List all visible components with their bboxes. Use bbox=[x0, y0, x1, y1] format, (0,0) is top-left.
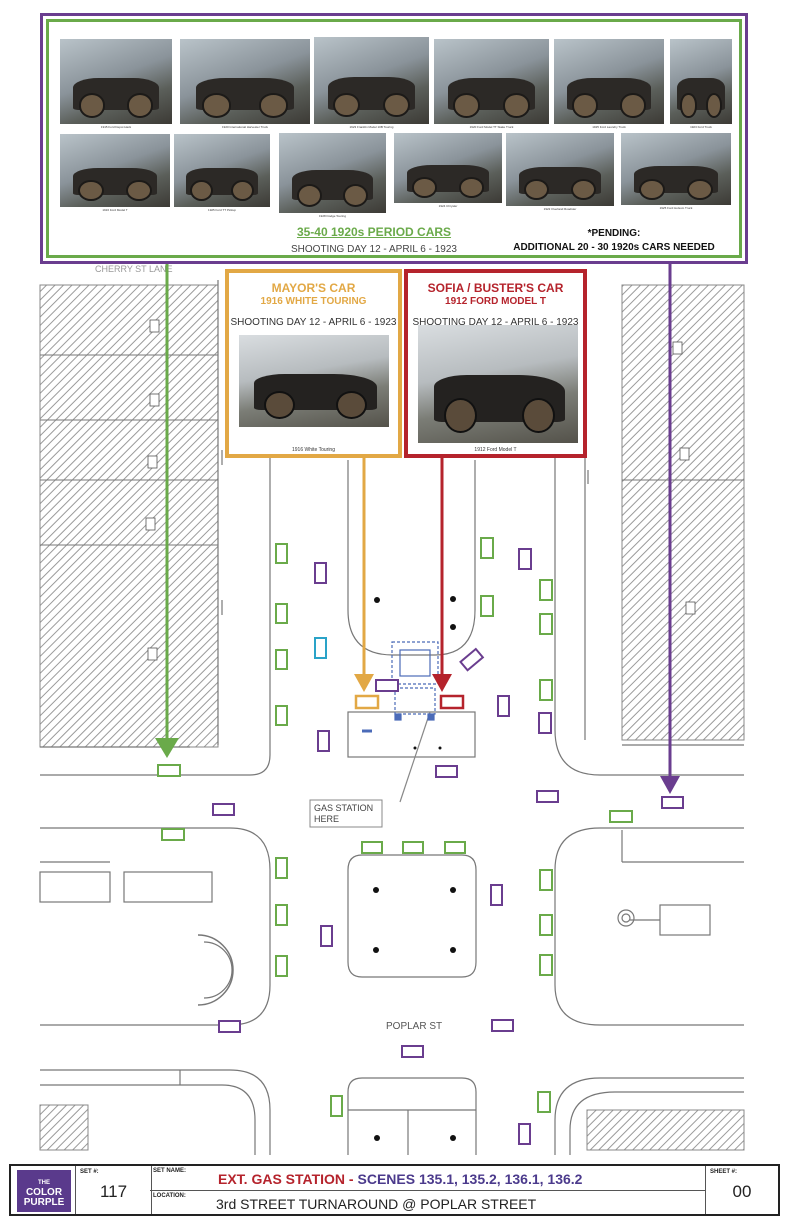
mayor-car-title: MAYOR'S CAR bbox=[271, 281, 356, 295]
mayor-car-callout: MAYOR'S CAR 1916 WHITE TOURING SHOOTING … bbox=[225, 269, 402, 458]
street-label-top: CHERRY ST LANE bbox=[95, 264, 173, 274]
logo-text-3: PURPLE bbox=[23, 1197, 65, 1208]
set-number-cell: SET #: 117 bbox=[75, 1166, 152, 1214]
callout-arrows bbox=[155, 248, 680, 794]
gas-station-structure bbox=[362, 641, 439, 733]
car-photo-caption: 1916 Ford Model T bbox=[102, 208, 128, 212]
sheet-number-cell: SHEET #: 00 bbox=[706, 1166, 778, 1214]
pending-note-2: ADDITIONAL 20 - 30 1920s CARS NEEDED bbox=[513, 242, 715, 253]
car-photo-caption: 1923 Ford Truck bbox=[690, 125, 712, 129]
car-photo bbox=[670, 39, 732, 124]
car-photo bbox=[174, 134, 270, 207]
set-name: EXT. GAS STATION bbox=[218, 1171, 346, 1187]
gas-station-label-box bbox=[309, 799, 383, 828]
set-number-label: SET #: bbox=[80, 1169, 99, 1175]
mayor-car-caption: 1916 White Touring bbox=[292, 447, 335, 453]
mayor-car-shoot-date: SHOOTING DAY 12 - APRIL 6 - 1923 bbox=[230, 317, 397, 328]
car-photo bbox=[434, 39, 549, 124]
car-photo-caption: 1925 Ford Laundry Truck bbox=[592, 125, 626, 129]
car-photo-caption: 1920 International Harvester Truck bbox=[221, 125, 269, 129]
car-photo-caption: 1924 Chrysler bbox=[438, 204, 458, 208]
car-photo bbox=[314, 37, 429, 124]
set-number: 117 bbox=[99, 1182, 128, 1201]
period-cars-heading: 35-40 1920s PERIOD CARS bbox=[296, 225, 452, 239]
location-label: LOCATION: bbox=[153, 1193, 186, 1199]
sofia-car-shoot-date: SHOOTING DAY 12 - APRIL 6 - 1923 bbox=[412, 317, 579, 328]
car-photo-caption: 1925 Ford TT Pickup bbox=[208, 208, 236, 212]
set-name-label: SET NAME: bbox=[153, 1168, 186, 1174]
car-photo bbox=[279, 133, 386, 213]
car-photo bbox=[554, 39, 664, 124]
street-label-poplar: POPLAR ST bbox=[386, 1021, 442, 1032]
car-photo-caption: 1928 Dodge Touring bbox=[319, 214, 346, 218]
mayor-car-marker bbox=[354, 694, 380, 710]
car-photo bbox=[180, 39, 310, 124]
gas-station-label-1: GAS STATION bbox=[314, 803, 373, 813]
car-photo-caption: 1915 Ford Depot Hack bbox=[100, 125, 132, 129]
sofia-car-callout: SOFIA / BUSTER'S CAR 1912 FORD MODEL T S… bbox=[404, 269, 587, 458]
sofia-car-marker bbox=[439, 694, 465, 710]
door-markers bbox=[145, 319, 696, 661]
set-name-cell: SET NAME: EXT. GAS STATION - SCENES 135.… bbox=[150, 1166, 706, 1214]
tree-markers bbox=[373, 596, 456, 1141]
gas-station-label-2: HERE bbox=[314, 814, 339, 824]
car-photo bbox=[60, 134, 170, 207]
period-cars-panel-inner: 1915 Ford Depot Hack 1920 International … bbox=[46, 19, 742, 258]
cyan-vehicle-marker bbox=[314, 637, 327, 659]
car-photo bbox=[394, 133, 502, 203]
car-photo-caption: 1920 Ford Model TT Stake Truck bbox=[469, 125, 514, 129]
scene-list: SCENES 135.1, 135.2, 136.1, 136.2 bbox=[357, 1171, 583, 1187]
location: 3rd STREET TURNAROUND @ POPLAR STREET bbox=[216, 1196, 537, 1212]
pending-note-1: *PENDING: bbox=[587, 228, 641, 239]
car-photo-caption: 1923 Franklin Model 10B Touring bbox=[349, 125, 394, 129]
set-name-separator: - bbox=[345, 1171, 358, 1187]
building-blocks bbox=[39, 284, 745, 1151]
car-photo-caption: 1922 Overland Roadster bbox=[543, 207, 577, 211]
show-logo: THE COLOR PURPLE bbox=[17, 1170, 71, 1212]
car-photo bbox=[60, 39, 172, 124]
period-cars-panel: 1915 Ford Depot Hack 1920 International … bbox=[40, 13, 748, 264]
mayor-car-photo bbox=[239, 335, 389, 427]
sofia-car-subtitle: 1912 FORD MODEL T bbox=[445, 296, 546, 307]
car-photo-caption: 1925 Ford Holsum Truck bbox=[659, 206, 693, 210]
sheet-number-label: SHEET #: bbox=[710, 1169, 738, 1175]
lot-lines bbox=[40, 354, 744, 546]
car-photo bbox=[621, 133, 731, 205]
car-photo bbox=[506, 133, 614, 206]
set-name-line: EXT. GAS STATION - SCENES 135.1, 135.2, … bbox=[218, 1171, 582, 1187]
sofia-car-title: SOFIA / BUSTER'S CAR bbox=[427, 281, 564, 295]
mayor-car-subtitle: 1916 WHITE TOURING bbox=[260, 296, 367, 307]
period-cars-shoot-date: SHOOTING DAY 12 - APRIL 6 - 1923 bbox=[291, 244, 457, 255]
title-block: THE COLOR PURPLE SET #: 117 SET NAME: EX… bbox=[9, 1164, 780, 1216]
sofia-car-caption: 1912 Ford Model T bbox=[474, 447, 517, 453]
logo-text-2: COLOR bbox=[25, 1187, 63, 1198]
sheet-number: 00 bbox=[732, 1182, 752, 1201]
sofia-car-photo bbox=[418, 325, 578, 443]
purple-vehicle-markers bbox=[212, 548, 684, 1145]
green-vehicle-markers bbox=[157, 537, 633, 1117]
logo-text-1: THE bbox=[38, 1180, 50, 1186]
